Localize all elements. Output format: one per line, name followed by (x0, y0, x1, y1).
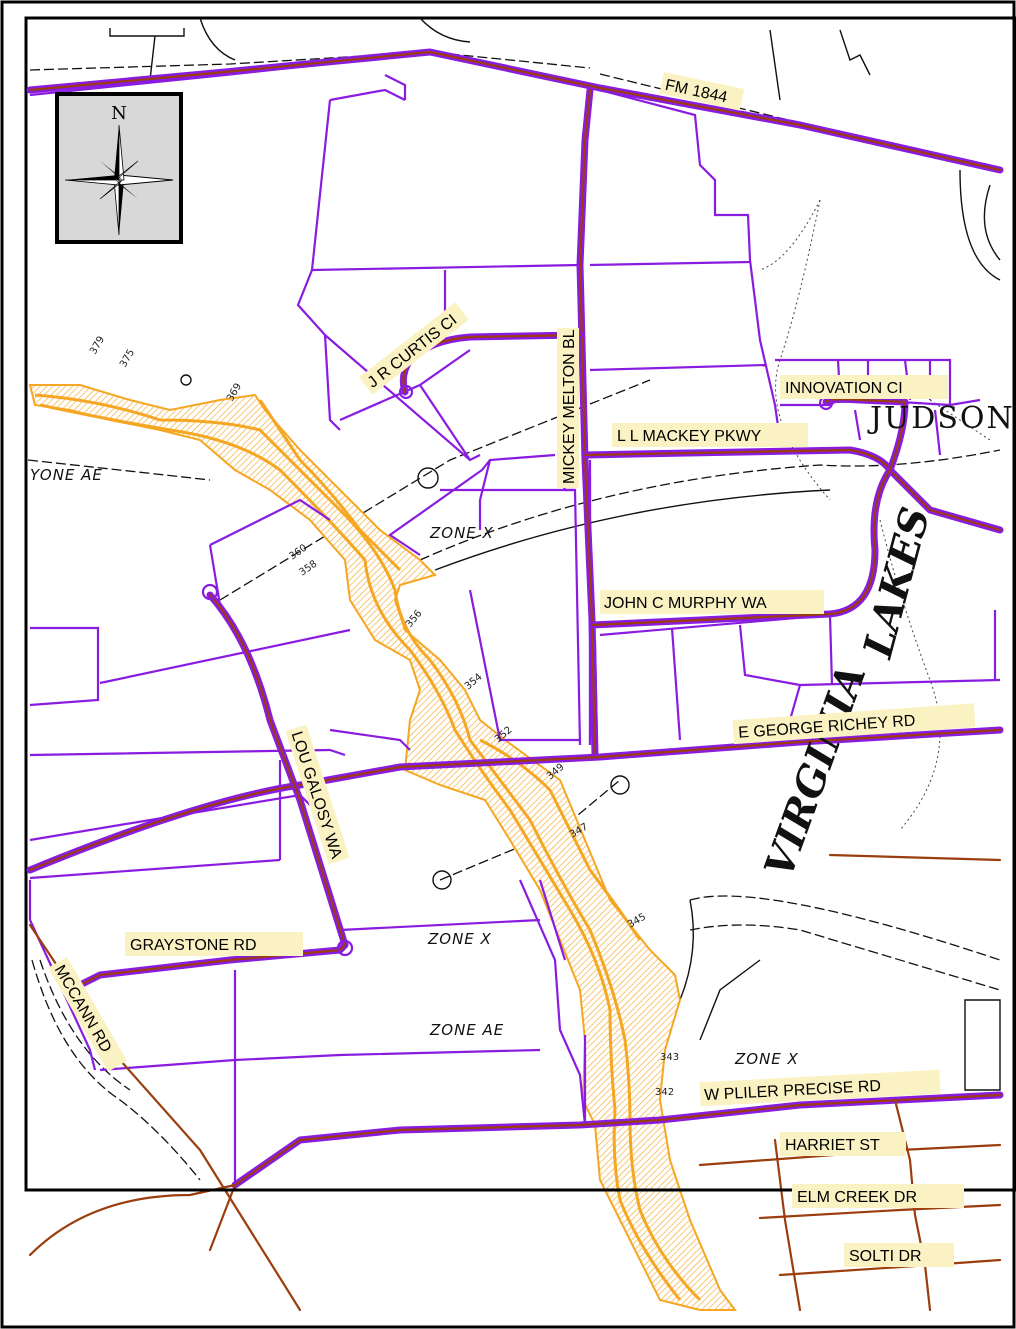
street-label-jr-curtis: J R CURTIS CI (365, 312, 461, 392)
road-lou-galosy-graystone (78, 593, 347, 987)
zone-label: ZONE X (427, 930, 492, 948)
street-label-john-murphy: JOHN C MURPHY WA (604, 595, 767, 612)
flood-zone-labels: YONE AE ZONE X ZONE X ZONE AE ZONE X (30, 466, 799, 1068)
floodplain-area (28, 384, 737, 1311)
contour-label: 379 (88, 334, 107, 356)
judson-text: JUDSON (867, 401, 1015, 436)
street-label-innovation: INNOVATION CI (785, 380, 903, 397)
compass-rose-icon (64, 124, 174, 236)
zone-label: ZONE X (734, 1050, 799, 1068)
zone-label: ZONE AE (429, 1021, 504, 1039)
contour-label: 356 (404, 608, 425, 630)
street-label-solti: SOLTI DR (849, 1248, 922, 1265)
street-label-graystone: GRAYSTONE RD (130, 937, 257, 954)
street-label-mickey-melton: MICKEY MELTON BL (561, 329, 578, 484)
contour-label: 354 (463, 672, 485, 693)
contour-label: 358 (297, 558, 319, 578)
contour-label: 360 (287, 542, 309, 562)
road-fm1844 (28, 50, 1002, 172)
street-label-elm-creek: ELM CREEK DR (797, 1189, 917, 1206)
north-arrow: N (55, 92, 183, 244)
contour-label: 343 (660, 1052, 679, 1063)
contour-label: 342 (655, 1087, 674, 1098)
floodplain-corridor (28, 384, 737, 1311)
road-pliler (233, 1093, 1002, 1187)
zone-label: ZONE X (429, 524, 494, 542)
road-innovation-murphy (590, 398, 907, 627)
zone-label: YONE AE (30, 466, 103, 484)
street-label-ll-mackey: L L MACKEY PKWY (617, 428, 762, 445)
compass-n-label: N (111, 103, 127, 124)
street-label-harriet: HARRIET ST (785, 1137, 880, 1154)
virginia-text: VIRGINIA (755, 659, 875, 884)
contour-label: 375 (118, 347, 137, 369)
contour-label: 345 (626, 912, 648, 931)
road-mickey-melton (578, 88, 597, 757)
